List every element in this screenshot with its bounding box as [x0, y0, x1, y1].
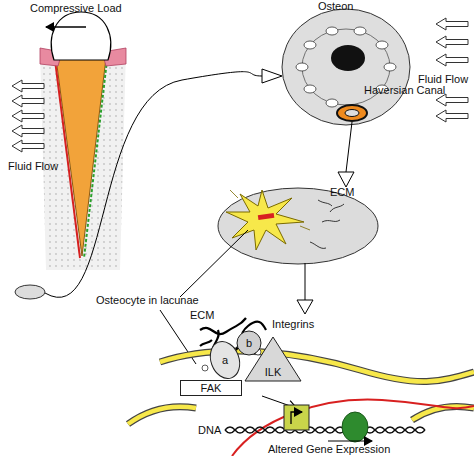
lacuna-region [218, 188, 378, 264]
ecm-fiber [200, 340, 212, 346]
dendrite [230, 190, 310, 230]
flow-arrow [436, 36, 468, 48]
lacuna [326, 99, 338, 107]
lacuna [304, 85, 316, 93]
dna-strand [225, 427, 425, 433]
lacuna [326, 27, 338, 35]
part-label: DNA [198, 424, 221, 437]
node-text: ILK [265, 366, 282, 378]
flow-arrow [436, 110, 468, 122]
periodontal-ligament [55, 60, 80, 258]
central-canal [331, 45, 365, 71]
cell-membrane [128, 407, 196, 424]
flow-arrow [12, 80, 44, 92]
zoom-arrowhead [297, 300, 313, 314]
zoom-arrowhead [338, 172, 354, 187]
lacuna [354, 27, 366, 35]
cell-membrane [160, 351, 474, 382]
tooth-crown [51, 12, 110, 60]
kinase-triangle-shape [245, 337, 301, 381]
flow-arrow [12, 95, 44, 107]
part-label: Osteon [318, 0, 353, 13]
part-label: ECM [190, 309, 214, 322]
zoom-connector [45, 72, 262, 298]
part-label: Osteocyte in lacunae [96, 294, 199, 307]
lacuna [296, 63, 308, 71]
flow-label: Fluid Flow [8, 160, 58, 173]
adhesion-site [202, 365, 208, 371]
lacuna [384, 63, 396, 71]
node-text: a [222, 354, 228, 366]
ecm-fiber [310, 200, 344, 248]
transcription-factor [342, 412, 368, 442]
flow-arrow [12, 110, 44, 122]
kinase-box-shape [181, 381, 242, 396]
integrin-beta-shape [237, 331, 261, 355]
integrin-alpha: a [210, 340, 240, 380]
flow-arrow [12, 140, 44, 152]
tooth-root [56, 58, 106, 256]
caption-text: Compressive Load [30, 2, 122, 15]
flow-arrow [436, 54, 468, 66]
zoom-connector [305, 263, 306, 300]
haversian-canal [337, 105, 367, 121]
transcription-start [291, 412, 302, 424]
lacuna [376, 41, 388, 49]
node-text: FAK [201, 382, 222, 394]
zoom-connector [346, 122, 352, 172]
promoter [284, 405, 309, 430]
dna-strand [225, 427, 425, 433]
osteocyte-nucleus [258, 213, 275, 220]
integrin-beta: b [236, 330, 262, 356]
part-label: Integrins [272, 318, 314, 331]
node-text: b [246, 337, 252, 349]
part-label: Haversian Canal [364, 84, 445, 97]
periodontal-ligament [84, 60, 107, 258]
osteocyte [226, 190, 304, 250]
kinase-box: FAK [180, 380, 242, 396]
expression-arrow [328, 441, 372, 442]
zoom-arrowhead [262, 69, 282, 83]
leader-line [180, 230, 248, 297]
flow-arrow [436, 18, 468, 30]
part-label: Altered Gene Expression [268, 443, 390, 456]
load-arrow [46, 26, 86, 28]
lacuna [304, 41, 316, 49]
part-label: ECM [330, 186, 354, 199]
cell-membrane [160, 351, 474, 382]
sample-region [15, 285, 45, 299]
flow-arrow [12, 125, 44, 137]
canal-lumen [345, 110, 359, 117]
osteon [282, 9, 410, 125]
cell-membrane [128, 407, 196, 424]
kinase-triangle: ILK [244, 336, 302, 382]
